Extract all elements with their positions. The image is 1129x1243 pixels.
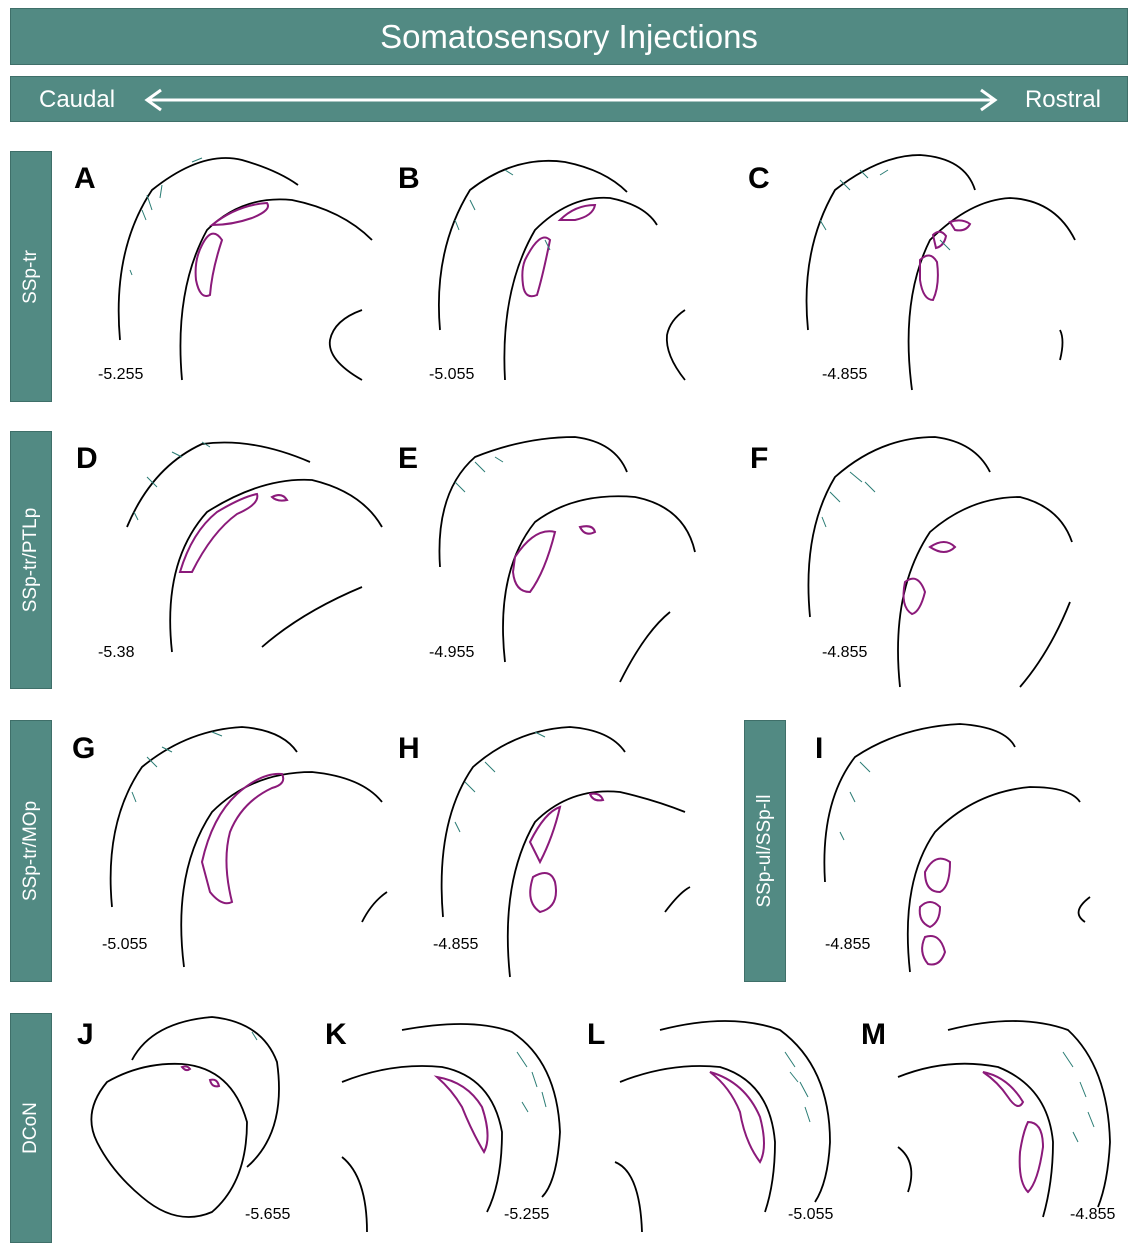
panel-h: H -4.855 bbox=[395, 722, 725, 982]
panel-i: I -4.855 bbox=[800, 722, 1110, 982]
panel-l: L -5.055 bbox=[590, 1012, 852, 1242]
panel-m: M -4.855 bbox=[858, 1012, 1123, 1242]
brain-section-drawing bbox=[395, 432, 725, 692]
row-label-dcon: DCoN bbox=[10, 1013, 52, 1243]
brain-section-drawing bbox=[62, 432, 392, 692]
panel-e: E -4.955 bbox=[395, 432, 725, 692]
brain-section-drawing bbox=[740, 432, 1110, 692]
axis-rostral-label: Rostral bbox=[1025, 86, 1101, 114]
panel-j: J -5.655 bbox=[62, 1012, 317, 1242]
brain-section-drawing bbox=[800, 722, 1110, 982]
row-label-ssp-tr-ptlp: SSp-tr/PTLp bbox=[10, 431, 52, 689]
brain-section-drawing bbox=[62, 1012, 317, 1242]
panel-d: D -5.38 bbox=[62, 432, 392, 692]
brain-section-drawing bbox=[590, 1012, 852, 1242]
brain-section-drawing bbox=[322, 1012, 587, 1242]
axis-caudal-label: Caudal bbox=[39, 86, 115, 114]
brain-section-drawing bbox=[62, 150, 392, 400]
panel-g: G -5.055 bbox=[62, 722, 392, 982]
axis-banner: Caudal Rostral bbox=[10, 76, 1128, 122]
brain-section-drawing bbox=[62, 722, 392, 982]
brain-section-drawing bbox=[395, 722, 725, 982]
row-label-ssp-ul-ssp-ll: SSp-ul/SSp-ll bbox=[744, 720, 786, 982]
panel-b: B -5.055 bbox=[395, 150, 725, 400]
figure-title-banner: Somatosensory Injections bbox=[10, 8, 1128, 65]
row-label-ssp-tr-mop: SSp-tr/MOp bbox=[10, 720, 52, 982]
panel-f: F -4.855 bbox=[740, 432, 1110, 692]
figure-title: Somatosensory Injections bbox=[380, 18, 758, 56]
panel-k: K -5.255 bbox=[322, 1012, 587, 1242]
brain-section-drawing bbox=[395, 150, 725, 400]
panel-a: A -5.255 bbox=[62, 150, 392, 400]
double-arrow-icon bbox=[141, 85, 1001, 115]
brain-section-drawing bbox=[858, 1012, 1123, 1242]
brain-section-drawing bbox=[740, 150, 1110, 400]
panel-c: C -4.855 bbox=[740, 150, 1110, 400]
row-label-ssp-tr: SSp-tr bbox=[10, 151, 52, 402]
